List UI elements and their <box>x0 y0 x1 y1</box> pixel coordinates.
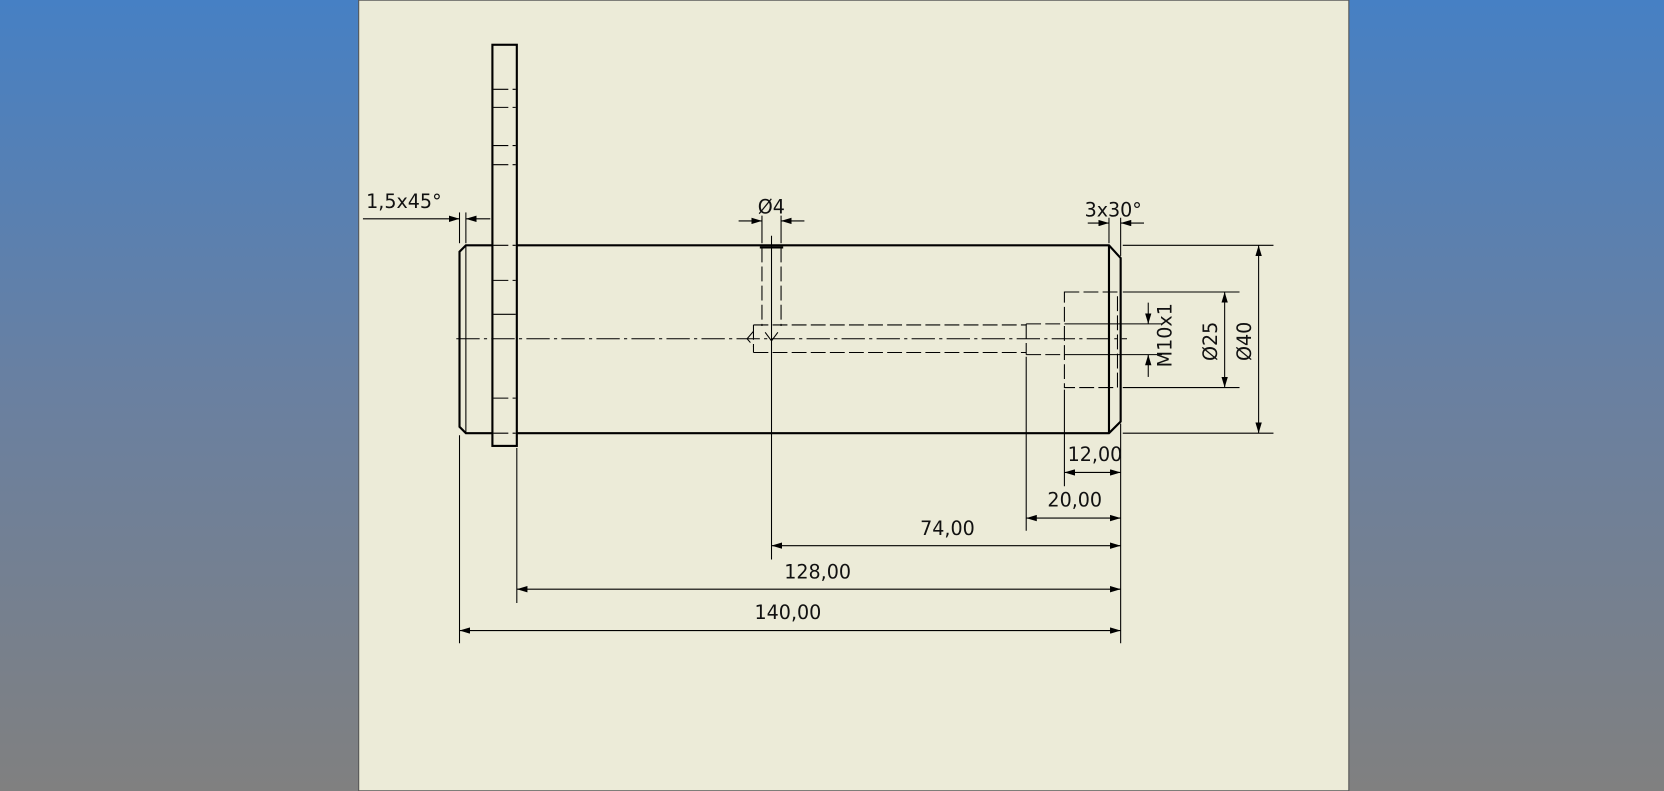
shaft-body <box>516 244 1122 435</box>
chamfer-left-label: 1,5x45° <box>366 190 442 213</box>
hole-diameter-label: Ø4 <box>758 196 785 219</box>
dim-12-label: 12,00 <box>1068 443 1123 466</box>
dim-140-label: 140,00 <box>755 601 822 624</box>
dim-74-label: 74,00 <box>920 517 975 540</box>
cross-hole-hidden <box>761 247 782 326</box>
drawing-sheet <box>358 0 1350 791</box>
shaft-part <box>456 43 1128 560</box>
counterbore-label: Ø25 <box>1199 322 1222 361</box>
dim-20-label: 20,00 <box>1047 488 1102 511</box>
bore-hidden <box>746 291 1118 389</box>
thread-label: M10x1 <box>1154 303 1177 367</box>
outer-diameter-label: Ø40 <box>1233 322 1256 361</box>
dimensions: 1,5x45° Ø4 3x30° 12,00 20,00 74,00 128,0… <box>362 190 1274 644</box>
flange-hidden-lines <box>493 88 516 434</box>
chamfer-right-label: 3x30° <box>1085 199 1142 222</box>
dim-128-label: 128,00 <box>784 561 851 584</box>
